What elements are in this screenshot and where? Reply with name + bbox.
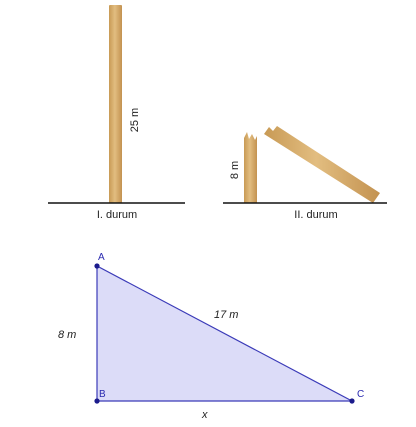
side-bc-label: x [201, 409, 208, 421]
scene-2: 8 m II. durum [223, 126, 387, 221]
stump-height-label: 8 m [229, 161, 241, 179]
vertex-b-point [94, 398, 100, 404]
caption-scene-1: I. durum [97, 209, 137, 221]
pole-broken-top [264, 126, 380, 203]
pole-height-label: 25 m [129, 108, 141, 132]
vertex-b-label: B [99, 389, 106, 400]
triangle-figure: A B C 8 m 17 m x [58, 252, 364, 421]
vertex-c-label: C [357, 389, 364, 400]
vertex-c-point [349, 398, 355, 404]
scene-1: 25 m I. durum [48, 5, 185, 221]
vertex-a-label: A [98, 252, 105, 263]
side-ac-label: 17 m [214, 309, 238, 321]
triangle-abc [96, 265, 353, 402]
side-ab-label: 8 m [58, 329, 76, 341]
pole-stump [244, 132, 257, 203]
caption-scene-2: II. durum [294, 209, 337, 221]
vertex-a-point [94, 263, 100, 269]
pole-intact [109, 5, 122, 203]
